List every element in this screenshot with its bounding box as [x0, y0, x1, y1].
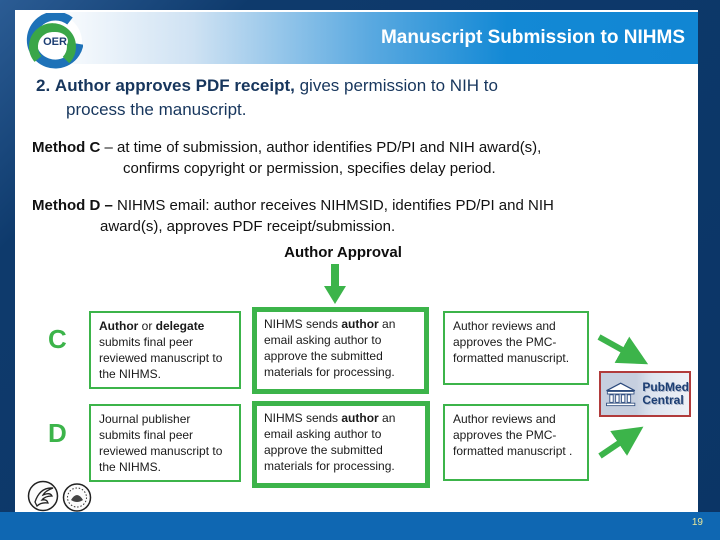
heading-line2: process the manuscript.: [66, 100, 247, 119]
method-d-line2: award(s), approves PDF receipt/submissio…: [100, 218, 396, 235]
method-c-line2: confirms copyright or permission, specif…: [123, 160, 496, 177]
footer-bar: [0, 512, 720, 540]
flow-box-d1: Journal publisher submits final peer rev…: [89, 404, 241, 482]
flow-box-c3: Author reviews and approves the PMC-form…: [443, 311, 589, 385]
arrow-c-to-pmc-icon: [597, 334, 649, 365]
slide-heading: 2. Author approves PDF receipt, gives pe…: [36, 74, 686, 122]
header-bar: [15, 12, 698, 64]
row-label-d: D: [48, 418, 67, 448]
flow-caption: Author Approval: [284, 244, 402, 261]
flow-box-d3: Author reviews and approves the PMC-form…: [443, 404, 589, 481]
row-label-c: C: [48, 324, 67, 354]
pubmed-central-logo: PubMed Central: [599, 371, 691, 417]
hhs-logo-icon: [27, 480, 59, 512]
oer-logo-icon: OER: [26, 13, 83, 70]
arrow-d-to-pmc-icon: [598, 426, 644, 459]
nih-logo-icon: [62, 483, 92, 512]
pmc-logo-text: PubMed Central: [642, 380, 689, 407]
slide-title: Manuscript Submission to NIHMS: [380, 27, 685, 48]
method-c-paragraph: Method C – at time of submission, author…: [32, 137, 692, 179]
method-d-line1: Method D – NIHMS email: author receives …: [32, 197, 554, 214]
flow-box-c1: Author or delegate submits final peer re…: [89, 311, 241, 389]
method-c-line1: Method C – at time of submission, author…: [32, 139, 542, 156]
svg-text:OER: OER: [43, 36, 67, 48]
heading-line1: 2. Author approves PDF receipt, gives pe…: [36, 76, 498, 95]
flow-box-d2: NIHMS sends author an email asking autho…: [252, 401, 430, 488]
pmc-building-icon: [606, 382, 636, 407]
flow-box-c2: NIHMS sends author an email asking autho…: [252, 307, 429, 394]
method-d-paragraph: Method D – NIHMS email: author receives …: [32, 195, 692, 237]
down-arrow-icon: [324, 264, 346, 304]
page-number: 19: [691, 517, 703, 528]
